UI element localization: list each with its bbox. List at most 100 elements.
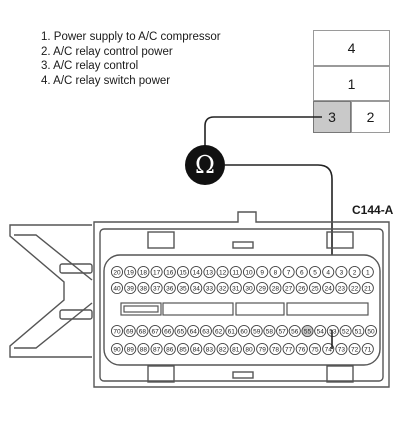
pin-59: [250, 324, 263, 338]
pin-label-24: 24: [325, 285, 333, 292]
pin-label-22: 22: [351, 285, 359, 292]
pin-label-84: 84: [193, 346, 201, 353]
pin-label-14: 14: [193, 269, 201, 276]
pin-label-69: 69: [126, 328, 134, 335]
pin-19: [124, 265, 137, 279]
pin-36: [163, 281, 176, 295]
pin-label-26: 26: [298, 285, 306, 292]
pin-67: [149, 324, 162, 338]
pin-22: [348, 281, 361, 295]
pin-label-15: 15: [179, 269, 187, 276]
pin-6: [295, 265, 308, 279]
pin-label-62: 62: [215, 328, 223, 335]
pin-label-12: 12: [219, 269, 227, 276]
pin-14: [190, 265, 203, 279]
pin-label-40: 40: [113, 285, 121, 292]
pin-label-27: 27: [285, 285, 293, 292]
pin-label-23: 23: [338, 285, 346, 292]
pin-label-61: 61: [228, 328, 236, 335]
pin-label-37: 37: [153, 285, 161, 292]
pin-89: [124, 342, 137, 356]
pin-label-60: 60: [240, 328, 248, 335]
pin-label-77: 77: [285, 346, 293, 353]
pin-70: [110, 324, 124, 338]
pin-8: [269, 265, 282, 279]
pin-38: [137, 281, 150, 295]
pin-90: [110, 342, 124, 356]
pin-label-70: 70: [113, 328, 121, 335]
pin-56: [288, 324, 301, 338]
pin-72: [348, 342, 361, 356]
connector-label: C144-A: [352, 203, 394, 217]
pin-17: [150, 265, 163, 279]
pin-label-31: 31: [232, 285, 240, 292]
pin-label-51: 51: [355, 328, 363, 335]
pin-37: [150, 281, 163, 295]
pin-58: [263, 324, 276, 338]
pin-label-5: 5: [313, 269, 317, 276]
pin-label-67: 67: [151, 328, 159, 335]
pin-88: [137, 342, 150, 356]
pin-62: [212, 324, 225, 338]
connector-housing: [93, 211, 390, 388]
pin-54: [314, 324, 327, 338]
pin-label-4: 4: [326, 269, 330, 276]
pin-label-87: 87: [153, 346, 161, 353]
pin-65: [174, 324, 187, 338]
pin-label-36: 36: [166, 285, 174, 292]
pin-label-52: 52: [342, 328, 350, 335]
pin-40: [110, 281, 124, 295]
pin-label-73: 73: [338, 346, 346, 353]
pin-57: [276, 324, 289, 338]
pin-label-88: 88: [140, 346, 148, 353]
pin-63: [199, 324, 212, 338]
pin-35: [176, 281, 190, 295]
pin-label-25: 25: [311, 285, 319, 292]
pin-50: [364, 324, 378, 338]
pin-51: [352, 324, 365, 338]
pin-label-81: 81: [232, 346, 240, 353]
pin-21: [361, 281, 374, 295]
pin-label-50: 50: [367, 328, 375, 335]
pin-label-1: 1: [366, 269, 370, 276]
pin-30: [242, 281, 256, 295]
pin-label-63: 63: [202, 328, 210, 335]
pin-label-53: 53: [329, 328, 337, 335]
pin-9: [256, 265, 269, 279]
pin-34: [190, 281, 203, 295]
pin-label-71: 71: [364, 346, 372, 353]
pin-84: [190, 342, 203, 356]
pin-label-38: 38: [140, 285, 148, 292]
pin-label-10: 10: [245, 269, 253, 276]
pin-66: [161, 324, 174, 338]
pin-79: [256, 342, 269, 356]
pin-76: [295, 342, 308, 356]
pin-60: [237, 324, 251, 338]
pin-label-7: 7: [287, 269, 291, 276]
pin-label-21: 21: [364, 285, 372, 292]
legend-item-4: 4. A/C relay switch power: [41, 74, 171, 87]
pin-28: [269, 281, 282, 295]
pin-label-89: 89: [127, 346, 135, 353]
pin-5: [308, 265, 322, 279]
pin-81: [229, 342, 242, 356]
pin-label-13: 13: [206, 269, 214, 276]
pin-82: [216, 342, 229, 356]
pin-86: [163, 342, 176, 356]
relay-terminal-1: 1: [313, 66, 390, 101]
pin-label-64: 64: [190, 328, 198, 335]
pin-label-34: 34: [193, 285, 201, 292]
legend-item-2: 2. A/C relay control power: [41, 45, 173, 58]
pin-73: [335, 342, 348, 356]
pin-4: [322, 265, 335, 279]
pin-label-66: 66: [164, 328, 172, 335]
test-lead-relay: [204, 116, 322, 150]
pin-label-35: 35: [179, 285, 187, 292]
pin-75: [308, 342, 322, 356]
pin-31: [229, 281, 242, 295]
legend-item-1: 1. Power supply to A/C compressor: [41, 31, 221, 43]
legend: 1. Power supply to A/C compressor 2. A/C…: [41, 30, 221, 88]
pin-label-90: 90: [113, 346, 121, 353]
